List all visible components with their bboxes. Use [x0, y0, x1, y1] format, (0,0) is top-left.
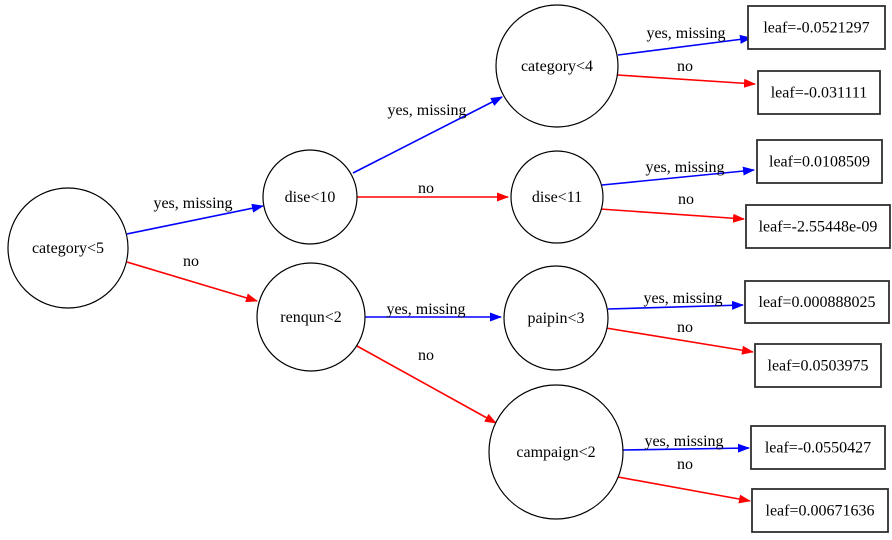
node-label-category5: category<5: [32, 240, 104, 257]
leaf-leaf4: [745, 204, 891, 249]
leaf-leaf5: [744, 280, 890, 324]
node-label-paipin3: paipin<3: [527, 310, 584, 327]
edge-label-dise10-category4: yes, missing: [387, 102, 466, 119]
leaf-leaf7: [750, 425, 886, 470]
edge-category5-dise10: [126, 203, 264, 235]
edge-campaign2-leaf7: [622, 443, 750, 453]
edge-paipin3-leaf6: [605, 327, 754, 355]
edge-label-dise10-dise11: no: [418, 180, 434, 197]
edge-label-paipin3-leaf5: yes, missing: [643, 290, 722, 307]
edge-paipin3-leaf5: [607, 300, 744, 310]
node-dise10: [262, 149, 358, 245]
leaf-leaf1: [747, 5, 886, 50]
edge-label-campaign2-leaf8: no: [677, 456, 693, 473]
edge-label-category4-leaf1: yes, missing: [646, 25, 725, 42]
edge-label-dise11-leaf3: yes, missing: [645, 159, 724, 176]
leaf-label-leaf1: leaf=-0.0521297: [763, 20, 869, 37]
node-category4: [495, 4, 619, 128]
node-label-dise10: dise<10: [285, 189, 336, 206]
node-renqun2: [256, 262, 366, 372]
node-dise11: [510, 150, 604, 244]
edge-label-renqun2-paipin3: yes, missing: [386, 301, 465, 318]
node-campaign2: [488, 384, 624, 520]
node-category5: [7, 187, 129, 309]
edge-category5-renqun2: [126, 261, 258, 303]
leaf-label-leaf4: leaf=-2.55448e-09: [759, 219, 878, 236]
leaf-label-leaf5: leaf=0.000888025: [759, 294, 876, 311]
node-label-renqun2: renqun<2: [280, 309, 341, 326]
edge-label-category5-renqun2: no: [183, 253, 199, 270]
leaf-leaf3: [756, 139, 883, 184]
edge-campaign2-leaf8: [617, 476, 751, 504]
node-label-campaign2: campaign<2: [516, 444, 595, 461]
edge-label-paipin3-leaf6: no: [677, 319, 693, 336]
leaf-leaf8: [751, 488, 889, 533]
edge-label-category4-leaf2: no: [677, 58, 693, 75]
leaf-label-leaf2: leaf=-0.031111: [771, 85, 868, 102]
edge-dise11-leaf3: [601, 166, 755, 186]
edge-dise10-category4: [352, 96, 503, 174]
leaf-label-leaf7: leaf=-0.0550427: [765, 440, 871, 457]
node-label-dise11: dise<11: [532, 189, 582, 206]
leaf-label-leaf6: leaf=0.0503975: [768, 358, 869, 375]
edge-label-dise11-leaf4: no: [678, 191, 694, 208]
node-paipin3: [503, 265, 609, 371]
node-label-category4: category<4: [521, 58, 593, 75]
leaf-label-leaf8: leaf=0.00671636: [766, 503, 875, 520]
edge-renqun2-campaign2: [356, 345, 497, 424]
edge-category4-leaf1: [617, 34, 752, 56]
edge-label-category5-dise10: yes, missing: [153, 195, 232, 212]
leaf-label-leaf3: leaf=0.0108509: [769, 154, 870, 171]
leaf-leaf6: [754, 343, 882, 388]
edge-dise11-leaf4: [599, 208, 745, 223]
edge-category4-leaf2: [616, 74, 756, 88]
edge-label-campaign2-leaf7: yes, missing: [644, 433, 723, 450]
edge-label-renqun2-campaign2: no: [418, 347, 434, 364]
leaf-leaf2: [757, 70, 881, 115]
